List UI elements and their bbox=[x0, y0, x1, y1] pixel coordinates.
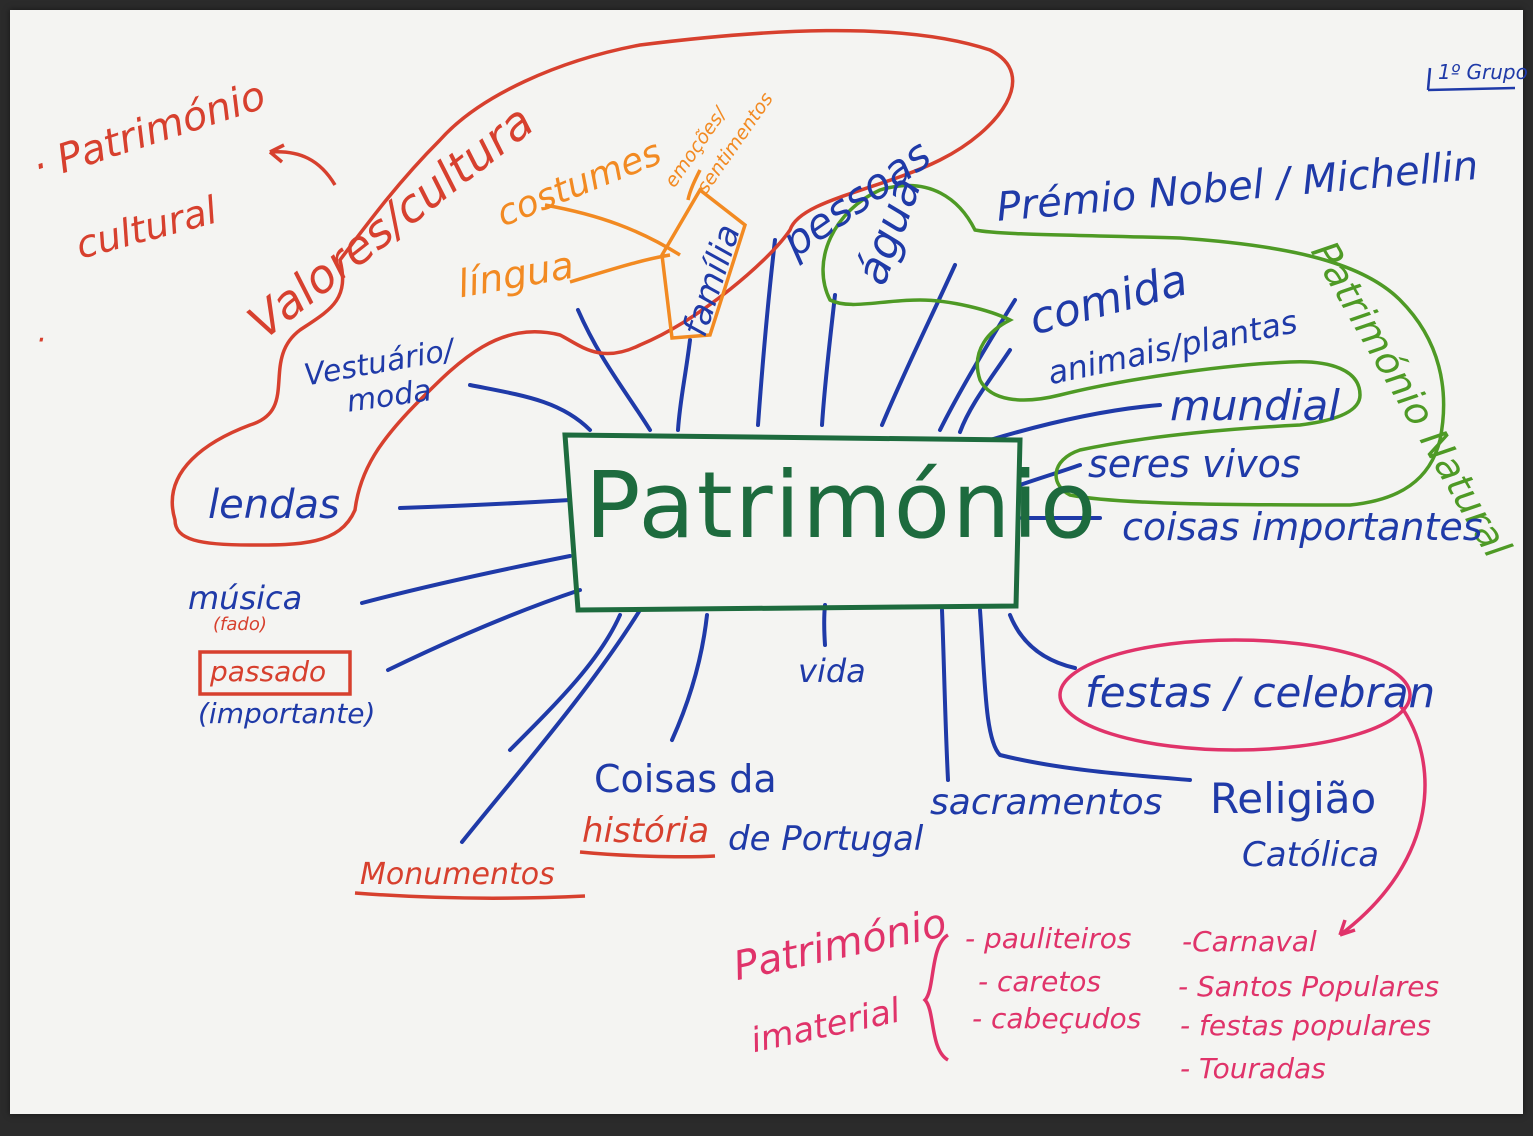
cultural-arrow bbox=[269, 150, 337, 186]
monuments-underline bbox=[354, 891, 586, 900]
cultural-cloud bbox=[170, 28, 1015, 547]
line-life bbox=[822, 603, 827, 647]
line-animals bbox=[958, 348, 1012, 434]
line-world bbox=[988, 403, 1162, 442]
immaterial-item: - pauliteiros bbox=[965, 922, 1132, 955]
festivals-ellipse bbox=[1058, 638, 1412, 752]
orange-arrow-language bbox=[569, 253, 671, 284]
immaterial-item: - Santos Populares bbox=[1178, 970, 1440, 1003]
line-corner bbox=[508, 613, 622, 752]
line-religion bbox=[978, 608, 1192, 782]
orange-arrow-customs bbox=[544, 203, 681, 257]
line-family bbox=[676, 338, 692, 432]
line-language bbox=[576, 308, 652, 432]
history-line1: Coisas da bbox=[594, 757, 777, 801]
immaterial-item: - Touradas bbox=[1180, 1052, 1326, 1085]
cultural-bullet: · bbox=[36, 323, 46, 358]
line-legends bbox=[398, 498, 572, 510]
line-past bbox=[386, 588, 582, 672]
important-things-label: coisas importantes bbox=[1122, 505, 1483, 549]
center-title: Património bbox=[585, 452, 1099, 559]
past-label: passado bbox=[210, 655, 327, 688]
fado-label: (fado) bbox=[213, 614, 267, 635]
group-label: 1º Grupo bbox=[1438, 60, 1528, 84]
past-box bbox=[198, 650, 352, 696]
immaterial-brace bbox=[922, 933, 950, 1062]
legends-label: lendas bbox=[208, 482, 340, 528]
music-label: música bbox=[188, 579, 303, 617]
living-beings-label: seres vivos bbox=[1088, 442, 1301, 486]
line-clothing bbox=[468, 383, 592, 432]
festivals-label: festas / celebran bbox=[1085, 668, 1436, 717]
monuments-label: Monumentos bbox=[360, 857, 555, 892]
immaterial-item: - caretos bbox=[978, 965, 1101, 998]
line-music bbox=[360, 554, 572, 605]
sacraments-label: sacramentos bbox=[930, 782, 1163, 823]
history-underline bbox=[579, 850, 716, 859]
line-nobel bbox=[880, 263, 957, 427]
line-festivals bbox=[1008, 613, 1077, 670]
line-history bbox=[670, 613, 709, 742]
family-box bbox=[660, 187, 748, 340]
line-living bbox=[1018, 463, 1082, 487]
life-label: vida bbox=[798, 652, 866, 690]
religion-line2: Católica bbox=[1242, 835, 1380, 875]
line-monuments bbox=[460, 608, 642, 844]
line-people bbox=[756, 238, 777, 427]
religion-line1: Religião bbox=[1210, 774, 1377, 823]
immaterial-item: - cabeçudos bbox=[972, 1002, 1142, 1035]
orange-arrow-emotions bbox=[686, 169, 702, 201]
line-water bbox=[820, 293, 837, 427]
festivals-arrow bbox=[1338, 703, 1427, 937]
history-rest: de Portugal bbox=[728, 819, 924, 859]
line-sacraments bbox=[940, 608, 950, 782]
poster-paper bbox=[10, 10, 1523, 1114]
immaterial-item: - festas populares bbox=[1180, 1009, 1431, 1042]
history-word: história bbox=[582, 811, 710, 851]
important-label: (importante) bbox=[198, 697, 376, 730]
natural-cloud bbox=[821, 183, 1446, 507]
immaterial-item: -Carnaval bbox=[1182, 925, 1317, 958]
world-label: mundial bbox=[1170, 381, 1340, 430]
center-box bbox=[562, 432, 1023, 613]
